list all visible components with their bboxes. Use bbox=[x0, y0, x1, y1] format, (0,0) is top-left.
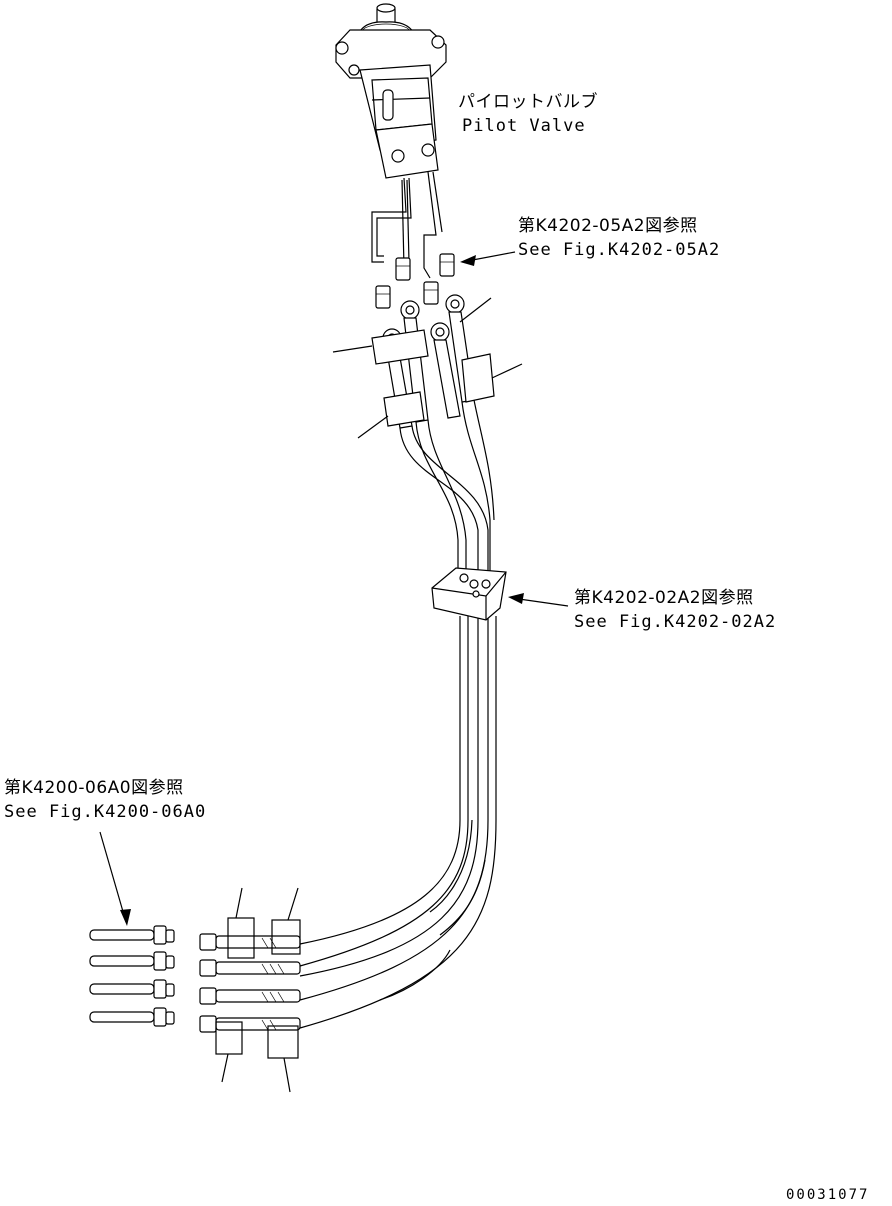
hose-clamp-block bbox=[431, 567, 507, 621]
ref-02a2-label-en: See Fig.K4202-02A2 bbox=[574, 612, 777, 632]
lower-hose-ends bbox=[199, 887, 301, 1093]
ref-05a2-label-en: See Fig.K4202-05A2 bbox=[518, 240, 721, 260]
upper-hose-ends bbox=[332, 294, 523, 439]
ref-06a0-label-en: See Fig.K4200-06A0 bbox=[4, 802, 207, 822]
ref-05a2-label-jp: 第K4202-05A2図参照 bbox=[518, 216, 698, 236]
ref-02a2-label-jp: 第K4202-02A2図参照 bbox=[574, 588, 754, 608]
pilot-valve-label-jp: パイロットバルブ bbox=[458, 92, 598, 112]
mating-pipes bbox=[89, 925, 175, 1027]
pilot-valve-label-en: Pilot Valve bbox=[462, 116, 586, 136]
pilot-valve bbox=[335, 3, 447, 179]
hose-sweeps bbox=[399, 399, 495, 574]
ref-06a0-label-jp: 第K4200-06A0図参照 bbox=[4, 778, 184, 798]
drawing-number: 00031077 bbox=[786, 1187, 870, 1203]
pipe-fittings bbox=[375, 253, 455, 309]
upper-pipe-lines bbox=[371, 171, 443, 279]
hose-long-run bbox=[299, 616, 497, 1029]
reference-arrows bbox=[99, 251, 569, 926]
